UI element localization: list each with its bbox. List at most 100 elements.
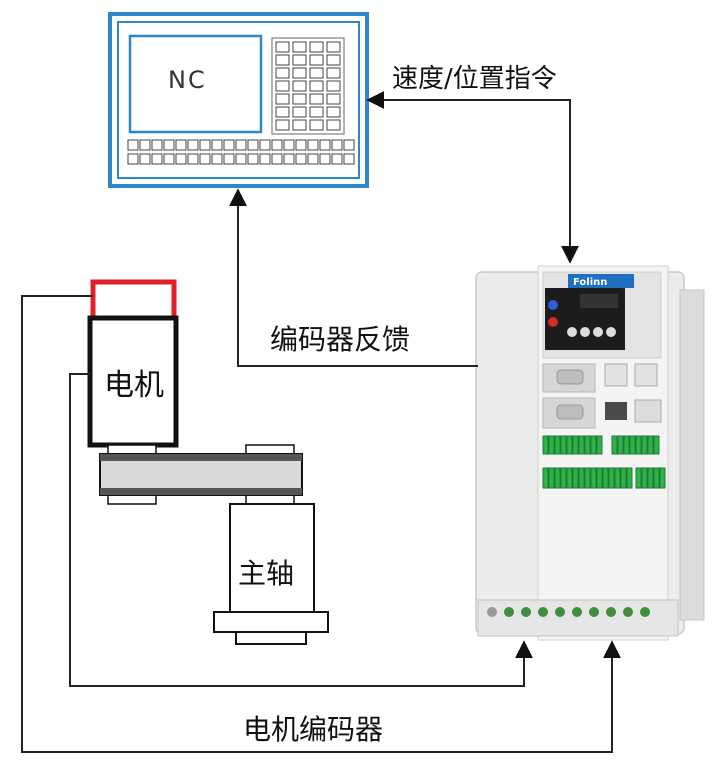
motor-body [87, 315, 179, 448]
nc-key [309, 54, 324, 66]
nc-key [163, 153, 175, 165]
motor-terminal-loop [90, 279, 177, 318]
nc-key [235, 139, 247, 151]
power-terminals [477, 599, 679, 637]
terminal-pin [647, 435, 654, 455]
command-label: 速度/位置指令 [392, 64, 557, 94]
nc-key [163, 139, 175, 151]
terminal-pin [590, 435, 597, 455]
nc-key [271, 153, 283, 165]
nc-key [187, 153, 199, 165]
nc-key [326, 41, 341, 53]
power-terminal-strip [477, 599, 679, 637]
nc-key [307, 139, 319, 151]
nc-key [275, 119, 290, 131]
terminal-pin [584, 435, 591, 455]
terminal-pin [647, 467, 654, 489]
nc-keyboard [127, 139, 355, 165]
nc-key [309, 67, 324, 79]
terminal-pin [653, 467, 660, 489]
terminal-pin [554, 467, 561, 489]
nc-key [235, 153, 247, 165]
nc-key [223, 153, 235, 165]
terminal-pin [560, 467, 567, 489]
terminal-pin [584, 467, 591, 489]
terminal-pin [554, 435, 561, 455]
nc-key [199, 153, 211, 165]
terminal-pin [548, 467, 555, 489]
nc-controller [108, 12, 369, 188]
nc-key [331, 153, 343, 165]
nc-key [295, 139, 307, 151]
terminal-pin [629, 435, 636, 455]
nc-key [307, 153, 319, 165]
nc-key [319, 139, 331, 151]
nc-key [292, 80, 307, 92]
terminal-pin [614, 467, 621, 489]
nc-key [292, 41, 307, 53]
terminal-pin [620, 467, 627, 489]
terminal-pin [623, 435, 630, 455]
motor [87, 279, 179, 448]
nc-key [151, 153, 163, 165]
power-terminal-screw [640, 607, 650, 617]
terminal-blocks [542, 435, 666, 489]
nc-key [295, 153, 307, 165]
nc-key [309, 41, 324, 53]
nc-key [275, 93, 290, 105]
power-terminal-screw [555, 607, 565, 617]
terminal-pin [566, 435, 573, 455]
nc-key [292, 106, 307, 118]
nc-key [127, 153, 139, 165]
nc-key [211, 139, 223, 151]
nc-key [331, 139, 343, 151]
command-line [366, 91, 579, 264]
brand-logo-text: Folinn [573, 277, 608, 288]
nc-key [211, 153, 223, 165]
nc-key [292, 67, 307, 79]
power-terminal-screw [504, 607, 514, 617]
nc-key [326, 67, 341, 79]
terminal-pin [617, 435, 624, 455]
nc-key [139, 139, 151, 151]
nc-key [139, 153, 151, 165]
terminal-pin [596, 435, 603, 455]
spindle [213, 503, 329, 645]
nc-key [326, 80, 341, 92]
terminal-pin [641, 435, 648, 455]
terminal-pin [635, 467, 642, 489]
terminal-pin [653, 435, 660, 455]
nc-key [275, 54, 290, 66]
terminal-pin [578, 467, 585, 489]
terminal-pin [542, 467, 549, 489]
nc-key [175, 153, 187, 165]
nc-key [271, 139, 283, 151]
power-terminal-screw [589, 607, 599, 617]
nc-key [223, 139, 235, 151]
nc-key [199, 139, 211, 151]
nc-key [283, 139, 295, 151]
motor-power-line [69, 373, 533, 687]
terminal-pin [641, 467, 648, 489]
feedback-label: 编码器反馈 [270, 323, 411, 356]
terminal-pin [611, 435, 618, 455]
spindle-label: 主轴 [238, 557, 295, 590]
terminal-pin [560, 435, 567, 455]
nc-key [319, 153, 331, 165]
terminal-pin [590, 467, 597, 489]
terminal-pin [602, 467, 609, 489]
nc-key [247, 139, 259, 151]
power-terminal-screw [606, 607, 616, 617]
nc-key [326, 106, 341, 118]
motor-encoder-label: 电机编码器 [243, 713, 384, 746]
nc-key [326, 54, 341, 66]
nc-key [247, 153, 259, 165]
belt-drive [99, 444, 303, 505]
terminal-pin [596, 467, 603, 489]
feedback-line [229, 188, 478, 367]
nc-key [259, 139, 271, 151]
terminal-pin [542, 435, 549, 455]
nc-key [343, 139, 355, 151]
nc-key [309, 119, 324, 131]
nc-key [343, 153, 355, 165]
